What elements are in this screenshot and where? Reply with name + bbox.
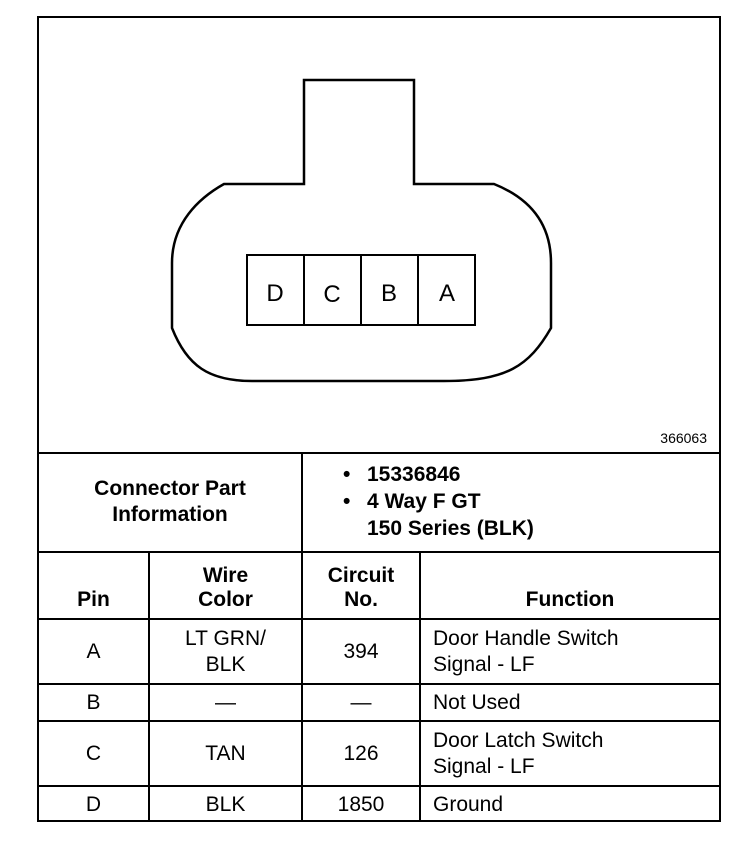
connector-face-drawing: D C B A bbox=[170, 78, 553, 383]
table-row: C TAN 126 Door Latch Switch Signal - LF bbox=[39, 720, 719, 787]
header-function: Function bbox=[419, 551, 719, 620]
connector-info-values: •15336846 •4 Way F GT 150 Series (BLK) bbox=[301, 452, 719, 553]
table-row: A LT GRN/ BLK 394 Door Handle Switch Sig… bbox=[39, 618, 719, 685]
cell-circuit: 126 bbox=[301, 720, 421, 787]
cell-wire-color: BLK bbox=[148, 785, 303, 822]
cell-function: Ground bbox=[419, 785, 719, 822]
cell-function: Not Used bbox=[419, 683, 719, 722]
pin-label-b: B bbox=[381, 280, 397, 307]
cell-pin: D bbox=[39, 785, 150, 822]
pin-label-c: C bbox=[323, 281, 340, 308]
cell-pin: B bbox=[39, 683, 150, 722]
cell-function: Door Latch Switch Signal - LF bbox=[419, 720, 719, 787]
header-circuit: Circuit No. bbox=[301, 551, 421, 620]
cell-wire-color: — bbox=[148, 683, 303, 722]
connector-outline bbox=[170, 78, 553, 383]
cell-circuit: 1850 bbox=[301, 785, 421, 822]
cell-pin: A bbox=[39, 618, 150, 685]
table-row: B — — Not Used bbox=[39, 683, 719, 722]
connector-frame: D C B A 366063 Connector Part Informatio… bbox=[37, 16, 721, 822]
connector-info-row: Connector Part Information •15336846 •4 … bbox=[39, 452, 719, 553]
part-number: •15336846 bbox=[343, 463, 461, 486]
cell-wire-color: TAN bbox=[148, 720, 303, 787]
pin-label-d: D bbox=[266, 280, 283, 307]
cell-circuit: 394 bbox=[301, 618, 421, 685]
header-wire-color: Wire Color bbox=[148, 551, 303, 620]
table-header-row: Pin Wire Color Circuit No. Function bbox=[39, 551, 719, 620]
cell-circuit: — bbox=[301, 683, 421, 722]
connector-pinout-table: Connector Part Information •15336846 •4 … bbox=[39, 452, 719, 822]
connector-info-label: Connector Part Information bbox=[39, 452, 303, 553]
connector-diagram: D C B A 366063 bbox=[39, 18, 719, 454]
pin-label-a: A bbox=[439, 280, 455, 307]
connector-description: •4 Way F GT bbox=[343, 490, 481, 513]
figure-id: 366063 bbox=[660, 430, 707, 446]
cell-wire-color: LT GRN/ BLK bbox=[148, 618, 303, 685]
header-pin: Pin bbox=[39, 551, 150, 620]
cell-function: Door Handle Switch Signal - LF bbox=[419, 618, 719, 685]
table-row: D BLK 1850 Ground bbox=[39, 785, 719, 822]
cell-pin: C bbox=[39, 720, 150, 787]
